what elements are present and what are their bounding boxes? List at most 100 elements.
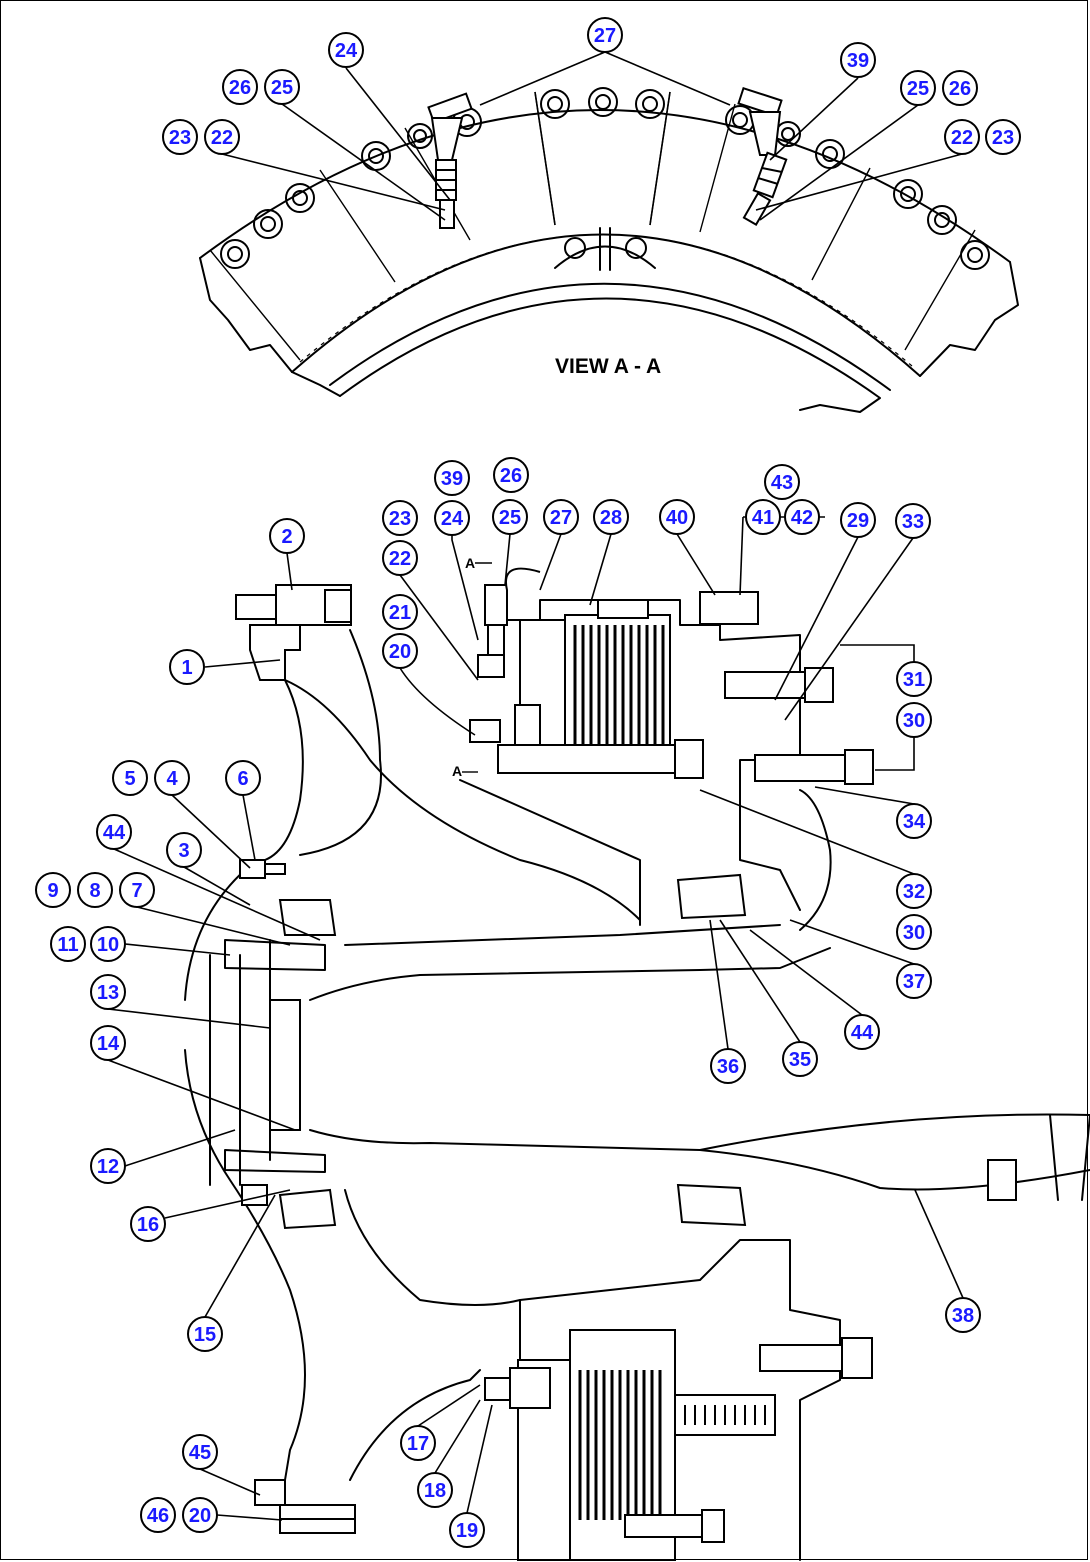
spring-coils bbox=[684, 1405, 766, 1425]
callout-circle bbox=[225, 760, 261, 796]
callout-number: 30 bbox=[903, 922, 925, 944]
callout-number: 32 bbox=[903, 881, 925, 903]
callout-15: 15 bbox=[187, 1316, 223, 1352]
bolt-head-lower bbox=[701, 1509, 725, 1543]
callout-42: 42 bbox=[784, 499, 820, 535]
callout-33: 33 bbox=[895, 503, 931, 539]
callout-circle bbox=[844, 1014, 880, 1050]
callout-circle bbox=[269, 518, 305, 554]
callout-14: 14 bbox=[90, 1025, 126, 1061]
disc-plates-lower bbox=[578, 1370, 662, 1520]
hub-flange-left bbox=[209, 954, 241, 1186]
callout-circle bbox=[182, 1434, 218, 1470]
callout-41: 41 bbox=[745, 499, 781, 535]
callout-circle bbox=[434, 460, 470, 496]
callout-number: 3 bbox=[178, 840, 189, 862]
hub-web-lower bbox=[349, 1369, 481, 1481]
callout-40: 40 bbox=[659, 499, 695, 535]
callout-32: 32 bbox=[896, 873, 932, 909]
callout-30: 30 bbox=[896, 914, 932, 950]
callout-circle bbox=[745, 499, 781, 535]
callout-number: 15 bbox=[194, 1324, 216, 1346]
callout-number: 22 bbox=[951, 127, 973, 149]
inner-bearing-upper bbox=[676, 873, 747, 920]
callout-circle bbox=[784, 499, 820, 535]
callout-number: 35 bbox=[789, 1049, 811, 1071]
callout-circle bbox=[162, 119, 198, 155]
callout-number: 21 bbox=[389, 602, 411, 624]
housing-outer-arc bbox=[199, 109, 1011, 263]
callout-circle bbox=[764, 464, 800, 500]
callout-circle bbox=[896, 803, 932, 839]
callout-24: 24 bbox=[328, 32, 364, 68]
callout-number: 26 bbox=[949, 78, 971, 100]
bolt-holes bbox=[220, 87, 990, 270]
callout-number: 25 bbox=[271, 77, 293, 99]
callout-circle bbox=[945, 1297, 981, 1333]
callout-7: 7 bbox=[119, 872, 155, 908]
inner-ring-arc bbox=[329, 282, 891, 391]
callout-number: 24 bbox=[441, 508, 464, 530]
callout-number: 44 bbox=[103, 822, 126, 844]
housing-right-end bbox=[919, 261, 1019, 377]
callout-20: 20 bbox=[382, 633, 418, 669]
stud-upper bbox=[224, 939, 326, 971]
callout-number: 39 bbox=[847, 50, 869, 72]
axle-tube-end bbox=[1049, 1114, 1090, 1201]
brake-housing-lower bbox=[519, 1239, 841, 1561]
callout-number: 6 bbox=[237, 768, 248, 790]
bottom-bolt-46 bbox=[254, 1479, 356, 1534]
callout-circle bbox=[182, 1497, 218, 1533]
callout-22: 22 bbox=[204, 119, 240, 155]
hub-lower-contour bbox=[184, 1049, 306, 1481]
callout-29: 29 bbox=[840, 502, 876, 538]
housing-bolt-lower bbox=[624, 1514, 711, 1538]
disc-plates-upper bbox=[573, 625, 665, 760]
callout-23: 23 bbox=[162, 119, 198, 155]
callout-circle bbox=[222, 69, 258, 105]
callout-number: 20 bbox=[189, 1505, 211, 1527]
axle-plug bbox=[987, 1159, 1017, 1201]
callout-45: 45 bbox=[182, 1434, 218, 1470]
callout-39: 39 bbox=[840, 42, 876, 78]
callout-43: 43 bbox=[764, 464, 800, 500]
callout-number: 19 bbox=[456, 1520, 478, 1542]
callout-number: 12 bbox=[97, 1156, 119, 1178]
callout-number: 10 bbox=[97, 934, 119, 956]
callout-circle bbox=[169, 649, 205, 685]
callout-number: 37 bbox=[903, 971, 925, 993]
callout-6: 6 bbox=[225, 760, 261, 796]
callout-5: 5 bbox=[112, 760, 148, 796]
callout-number: 22 bbox=[211, 127, 233, 149]
callout-30: 30 bbox=[896, 702, 932, 738]
callout-39: 39 bbox=[434, 460, 470, 496]
callout-circle bbox=[493, 457, 529, 493]
callout-circle bbox=[896, 914, 932, 950]
callout-21: 21 bbox=[382, 594, 418, 630]
callout-35: 35 bbox=[782, 1041, 818, 1077]
bleeder-fitting-upper bbox=[469, 567, 541, 746]
callout-circle bbox=[896, 702, 932, 738]
callout-number: 25 bbox=[907, 78, 929, 100]
callout-number: 17 bbox=[407, 1433, 429, 1455]
leader-lines bbox=[107, 51, 964, 1521]
callout-number: 40 bbox=[666, 507, 688, 529]
callout-number: 7 bbox=[131, 880, 142, 902]
segment-divider bbox=[209, 91, 976, 361]
callout-number: 16 bbox=[137, 1214, 159, 1236]
callout-10: 10 bbox=[90, 926, 126, 962]
callout-3: 3 bbox=[166, 832, 202, 868]
axle-tube-top bbox=[699, 1113, 1090, 1151]
callout-number: 18 bbox=[424, 1480, 446, 1502]
callout-circle bbox=[90, 1025, 126, 1061]
callout-circle bbox=[710, 1048, 746, 1084]
view-a-a-section: VIEW A - A bbox=[199, 86, 1019, 413]
cap-screw-38 bbox=[759, 1344, 851, 1372]
section-mark-upper: A bbox=[465, 555, 475, 571]
callout-44: 44 bbox=[96, 814, 132, 850]
upper-wheel-bearing bbox=[278, 899, 337, 936]
callout-number: 38 bbox=[952, 1305, 974, 1327]
callout-circle bbox=[90, 974, 126, 1010]
callout-number: 27 bbox=[550, 507, 572, 529]
